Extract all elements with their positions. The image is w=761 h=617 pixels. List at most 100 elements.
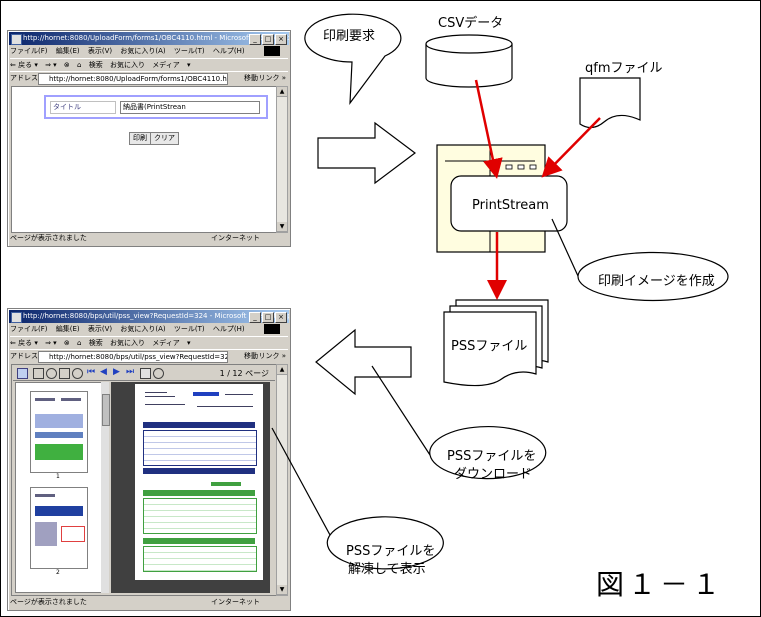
back-button[interactable]: ⇐ 戻る ▾ (10, 61, 38, 69)
address-label: アドレス(D) (10, 74, 49, 82)
links-button[interactable]: リンク » (258, 352, 286, 360)
close-icon[interactable]: × (275, 34, 287, 45)
browser-window-viewer: http://hornet:8080/bps/util/pss_view?Req… (7, 308, 291, 611)
menu-help[interactable]: ヘルプ(H) (212, 325, 245, 333)
print-icon[interactable] (153, 368, 164, 379)
clear-button[interactable]: クリア (150, 132, 179, 145)
stop-button[interactable]: ⊗ (63, 339, 70, 347)
create-image-label: 印刷イメージを作成 (598, 274, 715, 289)
links-button[interactable]: リンク » (258, 74, 286, 82)
vertical-scrollbar[interactable]: ▲ ▼ (276, 86, 288, 233)
print-button[interactable]: 印刷 (129, 132, 151, 145)
fit-page-icon[interactable] (33, 368, 44, 379)
forward-button[interactable]: ⇒ ▾ (45, 61, 57, 69)
form-row: タイトル 納品書(PrintStrean (44, 95, 268, 119)
next-page-icon[interactable]: ▶ (113, 367, 120, 377)
menu-favorites[interactable]: お気に入り(A) (120, 325, 166, 333)
home-button[interactable]: ⌂ (77, 61, 82, 69)
scroll-up-icon[interactable]: ▲ (277, 87, 287, 97)
forward-button[interactable]: ⇒ ▾ (45, 339, 57, 347)
search-button[interactable]: 検索 (88, 339, 103, 347)
status-text: ページが表示されました (10, 234, 87, 242)
menu-tools[interactable]: ツール(T) (173, 47, 205, 55)
back-button[interactable]: ⇐ 戻る ▾ (10, 339, 38, 347)
ie-icon (11, 312, 22, 323)
download-label-line2: ダウンロード (454, 467, 533, 482)
stop-button[interactable]: ⊗ (63, 61, 70, 69)
scroll-up-icon[interactable]: ▲ (277, 365, 287, 375)
vertical-scrollbar[interactable]: ▲ ▼ (276, 364, 288, 596)
last-page-icon[interactable]: ⏭ (126, 367, 135, 377)
thumbnail-scrollbar[interactable] (101, 382, 110, 593)
more-button[interactable]: ▾ (186, 339, 191, 347)
menu-view[interactable]: 表示(V) (87, 47, 113, 55)
decompress-bubble (271, 427, 444, 570)
media-button[interactable]: メディア (152, 61, 180, 69)
thumbnail-number-1: 1 (56, 473, 60, 480)
zoom-in-icon[interactable] (46, 368, 57, 379)
qfm-to-printstream-arrow (541, 117, 601, 178)
page-indicator: 1 / 12 ページ (219, 369, 269, 378)
zoom-out-icon[interactable] (72, 368, 83, 379)
menu-file[interactable]: ファイル(F) (10, 47, 48, 55)
ie-icon (11, 34, 22, 45)
request-arrow (317, 121, 416, 185)
home-button[interactable]: ⌂ (77, 339, 82, 347)
window-titlebar[interactable]: http://hornet:8080/UploadForm/forms1/OBC… (9, 32, 289, 45)
save-icon[interactable] (140, 368, 151, 379)
menu-view[interactable]: 表示(V) (87, 325, 113, 333)
document-page (135, 384, 263, 580)
address-bar: アドレス(D) http://hornet:8080/UploadForm/fo… (10, 71, 288, 85)
menu-tools[interactable]: ツール(T) (173, 325, 205, 333)
address-input[interactable]: http://hornet:8080/bps/util/pss_view?Req… (38, 351, 228, 363)
download-label-line1: PSSファイルを (447, 449, 537, 464)
minimize-icon[interactable]: _ (249, 34, 261, 45)
menu-file[interactable]: ファイル(F) (10, 325, 48, 333)
title-input[interactable]: 納品書(PrintStrean (120, 101, 260, 114)
maximize-icon[interactable]: □ (262, 34, 274, 45)
menu-edit[interactable]: 編集(E) (55, 47, 80, 55)
thumbnail-page-1[interactable] (30, 391, 88, 473)
title-label: タイトル (50, 101, 116, 114)
search-button[interactable]: 検索 (88, 61, 103, 69)
page-view (111, 382, 270, 593)
thumbnail-number-2: 2 (56, 569, 60, 576)
minimize-icon[interactable]: _ (249, 312, 261, 323)
download-arrow (315, 328, 412, 396)
scroll-down-icon[interactable]: ▼ (277, 222, 287, 232)
menu-edit[interactable]: 編集(E) (55, 325, 80, 333)
media-button[interactable]: メディア (152, 339, 180, 347)
browser-window-upload: http://hornet:8080/UploadForm/forms1/OBC… (7, 30, 291, 247)
favorites-button[interactable]: お気に入り (109, 339, 145, 347)
csv-cylinder-icon (425, 34, 513, 88)
address-input[interactable]: http://hornet:8080/UploadForm/forms1/OBC… (38, 73, 228, 85)
first-page-icon[interactable]: ⏮ (87, 367, 96, 377)
thumbnail-pane: 1 2 (15, 382, 102, 593)
pss-label: PSSファイル (451, 339, 528, 354)
go-button[interactable]: 移動 (244, 352, 258, 360)
close-icon[interactable]: × (275, 312, 287, 323)
more-button[interactable]: ▾ (186, 61, 191, 69)
zone-text: インターネット (211, 234, 260, 242)
window-title: http://hornet:8080/bps/util/pss_view?Req… (23, 312, 289, 320)
menu-bar: ファイル(F) 編集(E) 表示(V) お気に入り(A) ツール(T) ヘルプ(… (10, 46, 288, 57)
menu-favorites[interactable]: お気に入り(A) (120, 47, 166, 55)
download-bubble (371, 365, 547, 480)
thumbnail-page-2[interactable] (30, 487, 88, 569)
thumbnail-icon[interactable] (17, 368, 28, 379)
create-image-bubble (551, 218, 729, 302)
fit-width-icon[interactable] (59, 368, 70, 379)
favorites-button[interactable]: お気に入り (109, 61, 145, 69)
toolbar: ⇐ 戻る ▾ ⇒ ▾ ⊗ ⌂ 検索 お気に入り メディア ▾ (10, 336, 288, 349)
window-titlebar[interactable]: http://hornet:8080/bps/util/pss_view?Req… (9, 310, 289, 323)
status-bar: ページが表示されました インターネット (10, 597, 288, 608)
go-button[interactable]: 移動 (244, 74, 258, 82)
pss-viewer: ⏮ ◀ ▶ ⏭ 1 / 12 ページ 1 2 (11, 364, 277, 596)
menu-help[interactable]: ヘルプ(H) (212, 47, 245, 55)
maximize-icon[interactable]: □ (262, 312, 274, 323)
figure-caption: 図１－１ (596, 568, 725, 601)
csv-label: CSVデータ (438, 16, 504, 31)
prev-page-icon[interactable]: ◀ (100, 367, 107, 377)
scroll-down-icon[interactable]: ▼ (277, 585, 287, 595)
